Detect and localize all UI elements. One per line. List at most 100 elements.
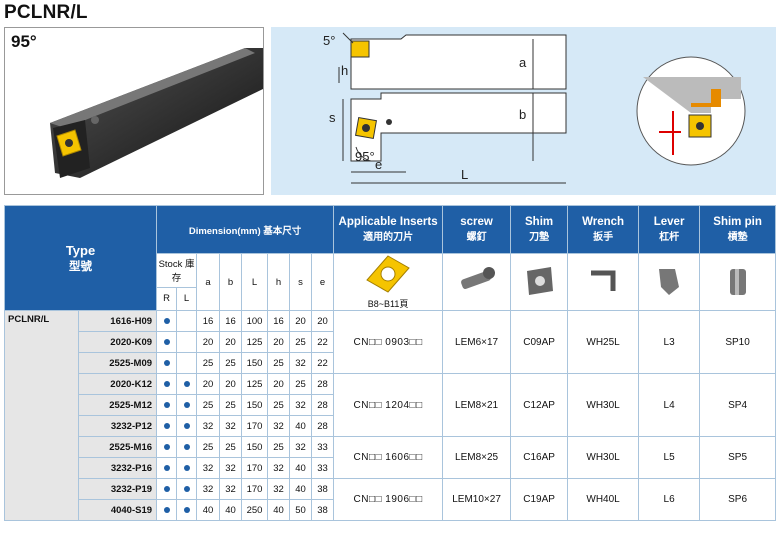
screw-code: LEM8×25 [442, 436, 512, 479]
header-stock-L: L [176, 286, 198, 312]
dim-s-cell: 40 [289, 457, 313, 479]
header-stock: Stock 庫存 [156, 253, 198, 288]
label-b: b [519, 107, 526, 122]
stock-L-cell [176, 373, 198, 395]
dim-b-cell: 40 [219, 499, 243, 521]
label-a: a [519, 55, 527, 70]
in-stock-dot-icon [163, 485, 170, 492]
wrench-code: WH30L [567, 373, 640, 437]
toolholder-illustration [50, 48, 263, 178]
dim-Lv-cell: 125 [241, 373, 269, 395]
in-stock-dot-icon [183, 401, 190, 408]
dim-e-cell: 22 [311, 331, 335, 353]
header-type: Type 型號 [3, 205, 158, 311]
dim-e-cell: 28 [311, 394, 335, 416]
insert-image-cell: B8~B11頁 [333, 253, 444, 311]
dim-s-cell: 32 [289, 436, 313, 458]
stock-L-cell [176, 331, 198, 353]
dim-e-cell: 22 [311, 352, 335, 374]
lever-code: L4 [638, 373, 701, 437]
stock-R-cell [156, 415, 178, 437]
screw-code: LEM6×17 [442, 310, 512, 374]
in-stock-dot-icon [183, 464, 190, 471]
shimpin-image [699, 253, 777, 311]
dim-s-cell: 25 [289, 331, 313, 353]
screw-code: LEM8×21 [442, 373, 512, 437]
lever-image [638, 253, 701, 311]
dim-s-cell: 20 [289, 310, 313, 332]
dim-b-cell: 32 [219, 478, 243, 500]
dim-a-cell: 25 [196, 394, 221, 416]
dim-b-cell: 25 [219, 436, 243, 458]
model-code: 2020-K12 [77, 373, 158, 395]
in-stock-dot-icon [163, 338, 170, 345]
wrench-code: WH25L [567, 310, 640, 374]
header-dim-a: a [196, 253, 221, 311]
header-dim-e: e [311, 253, 335, 311]
dim-Lv-cell: 150 [241, 352, 269, 374]
dim-h-cell: 40 [267, 499, 291, 521]
dim-h-cell: 20 [267, 331, 291, 353]
dim-s-cell: 40 [289, 478, 313, 500]
stock-L-cell [176, 499, 198, 521]
dim-s-cell: 32 [289, 394, 313, 416]
dim-Lv-cell: 170 [241, 415, 269, 437]
dim-h-cell: 16 [267, 310, 291, 332]
stock-L-cell [176, 394, 198, 416]
model-code: 2020-K09 [77, 331, 158, 353]
label-95deg: 95° [355, 149, 375, 164]
screw-image [442, 253, 512, 311]
dim-e-cell: 33 [311, 436, 335, 458]
shimpin-icon [729, 268, 746, 295]
in-stock-dot-icon [163, 443, 170, 450]
dim-b-cell: 32 [219, 415, 243, 437]
dim-h-cell: 32 [267, 457, 291, 479]
shim-code: C09AP [510, 310, 569, 374]
stock-L-cell [176, 415, 198, 437]
in-stock-dot-icon [163, 359, 170, 366]
dimension-diagram: 5° h a s b 95° e L [271, 27, 776, 195]
header-dim-L: L [241, 253, 269, 311]
lever-code: L6 [638, 478, 701, 521]
insert-code: CN□□ 0903□□ [333, 310, 444, 374]
approach-angle-label: 95° [11, 32, 37, 51]
stock-R-cell [156, 331, 178, 353]
dim-s-cell: 32 [289, 352, 313, 374]
label-e: e [375, 157, 382, 172]
in-stock-dot-icon [183, 443, 190, 450]
header-dim-b: b [219, 253, 243, 311]
stock-L-cell [176, 436, 198, 458]
stock-R-cell [156, 394, 178, 416]
dim-Lv-cell: 125 [241, 331, 269, 353]
in-stock-dot-icon [163, 317, 170, 324]
in-stock-dot-icon [163, 506, 170, 513]
header-dim-s: s [289, 253, 313, 311]
dim-b-cell: 16 [219, 310, 243, 332]
shimpin-code: SP6 [699, 478, 777, 521]
stock-R-cell [156, 436, 178, 458]
stock-R-cell [156, 478, 178, 500]
dim-b-cell: 32 [219, 457, 243, 479]
stock-R-cell [156, 499, 178, 521]
label-s: s [329, 110, 336, 125]
dim-h-cell: 25 [267, 352, 291, 374]
in-stock-dot-icon [163, 380, 170, 387]
model-code: 3232-P19 [77, 478, 158, 500]
insert-code: CN□□ 1204□□ [333, 373, 444, 437]
model-code: 3232-P16 [77, 457, 158, 479]
model-code: 3232-P12 [77, 415, 158, 437]
model-code: 2525-M09 [77, 352, 158, 374]
wrench-icon [591, 270, 616, 291]
dim-Lv-cell: 100 [241, 310, 269, 332]
dim-h-cell: 25 [267, 436, 291, 458]
dim-a-cell: 25 [196, 352, 221, 374]
dim-e-cell: 28 [311, 373, 335, 395]
model-code: 4040-S19 [77, 499, 158, 521]
model-code: 1616-H09 [77, 310, 158, 332]
dim-a-cell: 32 [196, 457, 221, 479]
stock-R-cell [156, 457, 178, 479]
